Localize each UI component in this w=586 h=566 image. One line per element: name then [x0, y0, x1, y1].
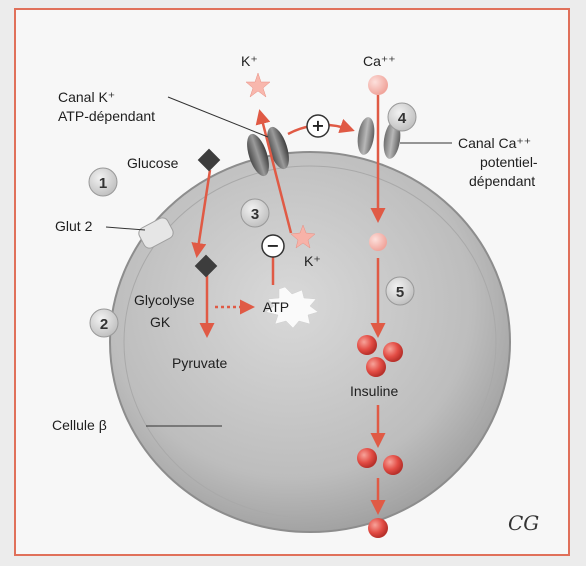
ca-ion-inside	[369, 233, 387, 251]
glycolyse-label: Glycolyse	[134, 292, 195, 308]
glucose-label: Glucose	[127, 155, 179, 171]
glucose-marker-outside	[198, 149, 221, 172]
signature-mark: CG	[508, 511, 539, 535]
ca-channel-label-line3: dépendant	[469, 173, 535, 189]
insulin-granule	[383, 455, 403, 475]
step-5-number: 5	[396, 284, 404, 301]
insulin-granule	[357, 335, 377, 355]
k-ion-top-label: K⁺	[241, 53, 258, 69]
insulin-granule-secreted	[368, 518, 388, 538]
ca-ion-label: Ca⁺⁺	[363, 53, 396, 69]
plus-sign-text: +	[311, 116, 324, 135]
insulin-granule	[366, 357, 386, 377]
step-1-number: 1	[99, 175, 107, 192]
cellule-label: Cellule β	[52, 417, 107, 433]
step-4-number: 4	[398, 110, 407, 127]
k-channel-label-line1: Canal K⁺	[58, 89, 115, 105]
insulin-granule	[357, 448, 377, 468]
atp-label: ATP	[263, 299, 289, 315]
glut2-label: Glut 2	[55, 218, 93, 234]
ca-channel-label-line2: potentiel-	[480, 154, 538, 170]
ca-channel-label-line1: Canal Ca⁺⁺	[458, 135, 531, 151]
pyruvate-label: Pyruvate	[172, 355, 227, 371]
step-2-number: 2	[100, 316, 108, 333]
k-ion-inner-label: K⁺	[304, 253, 321, 269]
insulin-granule	[383, 342, 403, 362]
beta-cell	[110, 152, 510, 532]
insuline-label: Insuline	[350, 383, 398, 399]
gk-label: GK	[150, 314, 171, 330]
step-3-number: 3	[251, 206, 259, 223]
k-ion-star-outside	[246, 73, 270, 97]
ca-ion-outside	[368, 75, 388, 95]
minus-sign-text: −	[266, 236, 279, 255]
k-channel-label-line2: ATP-dépendant	[58, 108, 155, 124]
